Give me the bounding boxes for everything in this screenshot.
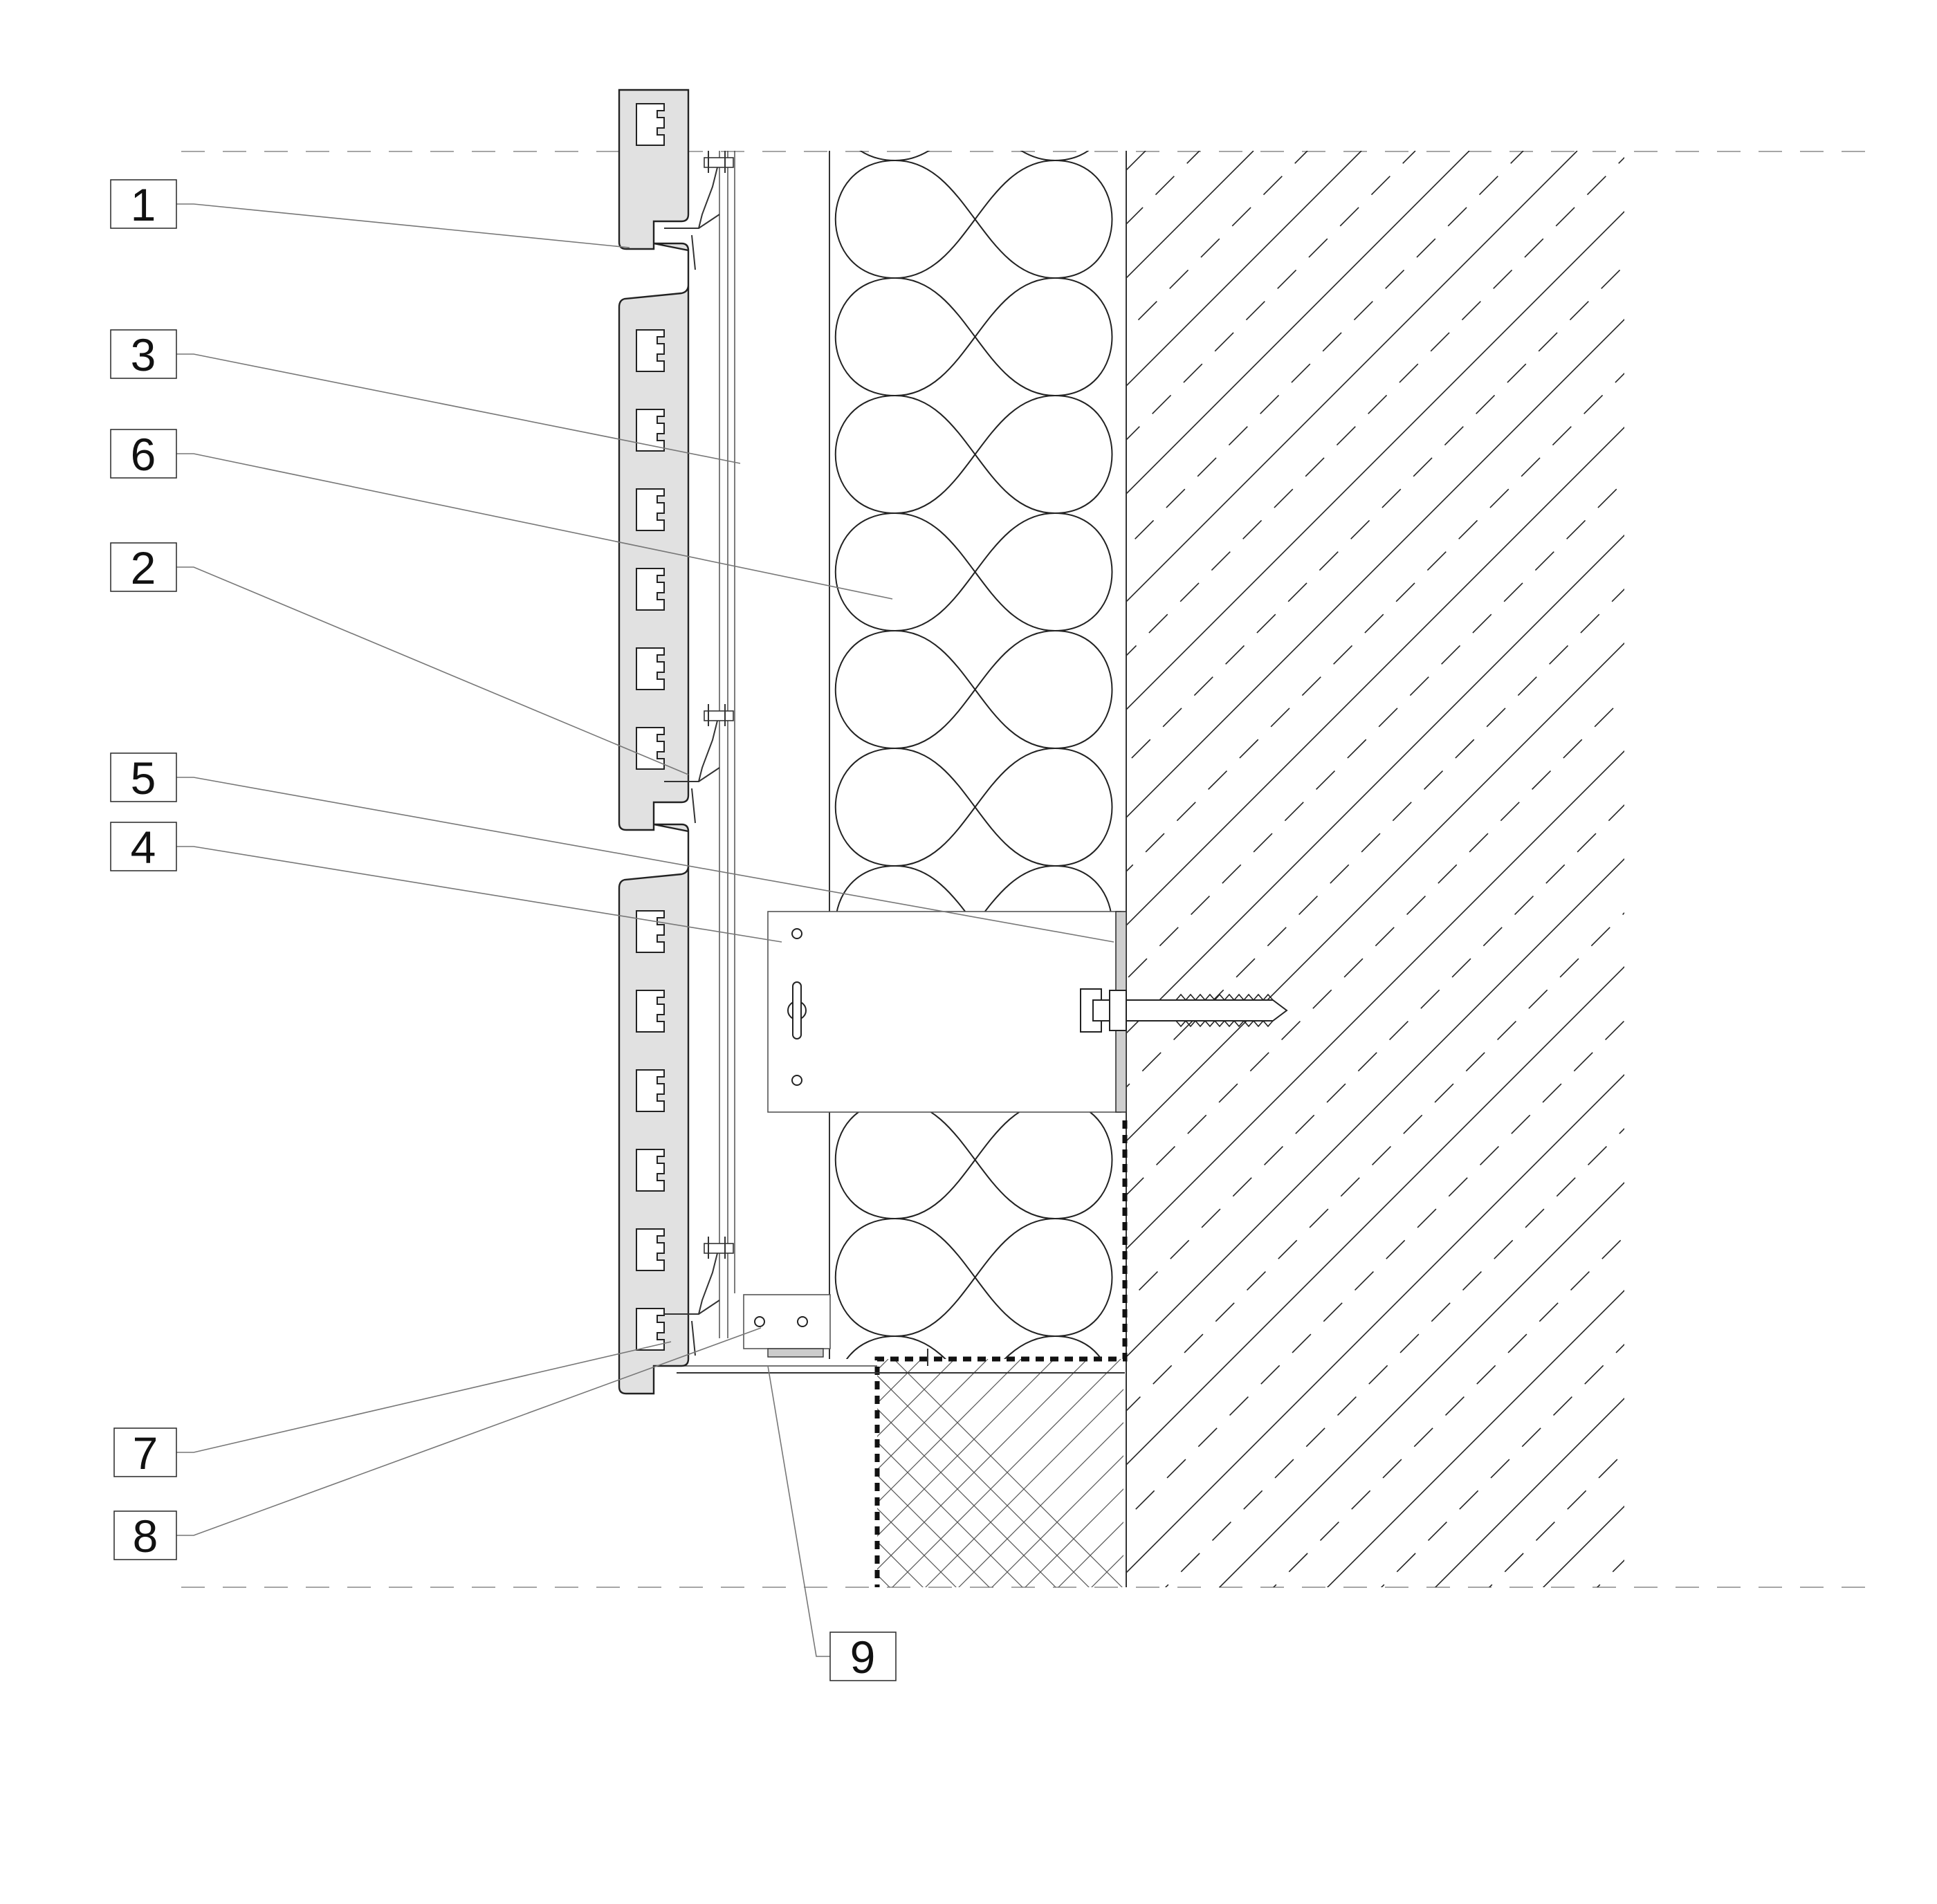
wall-hatch-line (1689, 151, 1937, 1603)
callout-3-label: 3 (131, 329, 156, 380)
base-insulation-block (877, 1359, 1123, 1587)
wall-hatch-line (1126, 1073, 1624, 1574)
callout-4: 4 (110, 822, 177, 873)
callout-6-label: 6 (131, 429, 156, 480)
wall-hatch-line (1164, 1127, 1624, 1587)
panel-cavity (636, 488, 665, 531)
wall-hatch-line (1126, 151, 1524, 549)
wall-hatch-line (1488, 1451, 1624, 1587)
wall-hatch-line (1126, 210, 1624, 711)
callout-1: 1 (110, 179, 177, 230)
callout-2-label: 2 (131, 542, 156, 593)
panel-cavity (636, 647, 665, 690)
callout-1-label: 1 (131, 179, 156, 230)
anchor-bolt (1080, 988, 1288, 1033)
wall-hatch-line (1126, 151, 1578, 603)
wall-hatch-line (1542, 1505, 1624, 1587)
wall-hatch-line (1126, 151, 1416, 441)
callout-7: 7 (113, 1427, 177, 1479)
wall-hatch-line (1126, 642, 1624, 1143)
callout-4-label: 4 (131, 822, 156, 873)
wall-hatch-line (1851, 151, 1937, 1603)
callout-9-label: 9 (850, 1632, 876, 1683)
masonry-wall (1126, 151, 1937, 1603)
panel-cavity (636, 727, 665, 770)
wall-hatch-line (1126, 804, 1624, 1304)
panel-clip (664, 151, 734, 270)
panel-cavity (636, 910, 665, 953)
callout-9: 9 (829, 1632, 897, 1683)
wall-hatch-line (1126, 912, 1624, 1412)
wall-hatch-line (1635, 151, 1937, 1603)
waterproof-membrane (874, 1120, 1128, 1587)
wall-hatch-line (1126, 318, 1624, 819)
bottom-support-angle (677, 1294, 1125, 1374)
callout-8: 8 (113, 1510, 177, 1562)
panel-cavity (636, 103, 665, 146)
wall-hatch-line (1126, 1019, 1624, 1520)
callout-3: 3 (110, 329, 177, 380)
callout-5: 5 (110, 752, 177, 804)
callout-2: 2 (110, 542, 177, 593)
wall-hatch-line (1126, 534, 1624, 1035)
wall-hatch-line (1126, 426, 1624, 927)
wall-hatch-line (1326, 1289, 1624, 1587)
panel-cavity (636, 1069, 665, 1112)
wall-hatch-line (1126, 696, 1624, 1196)
facade-panels (618, 89, 690, 1395)
wall-hatch-line (1126, 858, 1624, 1358)
wall-hatch-line (1126, 480, 1624, 981)
wall-hatch-line (1380, 1343, 1624, 1587)
panel-clips (664, 151, 734, 1356)
wall-hatch-line (1126, 264, 1624, 765)
panel-clip (664, 704, 734, 824)
panel-cavity (636, 1228, 665, 1271)
wall-hatch-line (1126, 750, 1624, 1250)
mineral-wool-insulation (829, 151, 1113, 1359)
wall-bracket (767, 911, 1121, 1113)
wall-hatch-line (1434, 1397, 1624, 1587)
wall-hatch-line (1218, 1181, 1624, 1587)
panel-cavity (636, 329, 665, 372)
wall-hatch-line (1126, 151, 1470, 495)
callout-8-label: 8 (133, 1510, 158, 1562)
callout-7-label: 7 (133, 1427, 158, 1479)
vertical-rail (719, 151, 735, 1338)
wall-hatch-line (1126, 588, 1624, 1089)
panel-clip (664, 1237, 734, 1356)
wall-hatch-line (1126, 372, 1624, 873)
wall-hatch-line (1126, 965, 1624, 1466)
panel-cavity (636, 409, 665, 452)
wall-hatch-line (1743, 151, 1937, 1603)
wall-hatch-line (1596, 1559, 1624, 1587)
panel-cavity (636, 568, 665, 611)
panel-cavity (636, 1149, 665, 1192)
wall-hatch-line (1126, 156, 1624, 657)
callout-5-label: 5 (131, 752, 156, 804)
callout-6: 6 (110, 429, 177, 480)
wall-hatch-line (1797, 151, 1937, 1603)
panel-cavity (636, 1308, 665, 1351)
leader-lines (176, 203, 1114, 1657)
panel-cavity (636, 990, 665, 1033)
